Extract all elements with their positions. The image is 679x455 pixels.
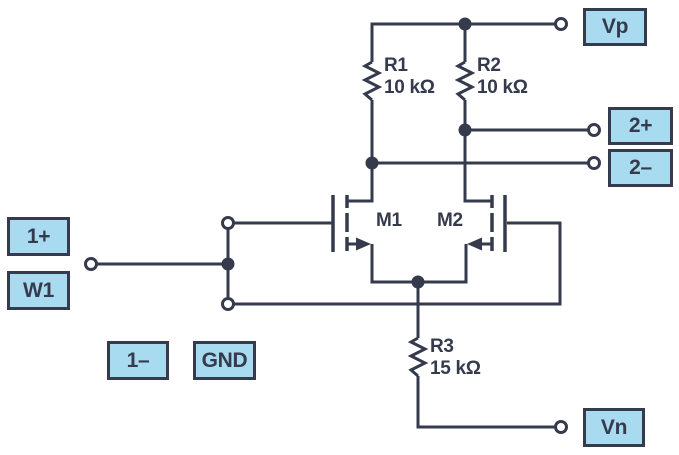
terminal-circle-gate-top <box>221 216 235 230</box>
label-m1: M1 <box>376 210 402 231</box>
terminal-box-2minus: 2– <box>608 149 673 187</box>
terminal-circle-ch2plus <box>587 123 601 137</box>
terminal-box-2plus: 2+ <box>608 107 673 145</box>
wire-r2-to-m2-drain <box>463 100 492 203</box>
label-m2: M2 <box>437 210 463 231</box>
label-r2-value: 10 kΩ <box>477 77 528 98</box>
terminal-box-vn: Vn <box>583 408 645 447</box>
terminal-circle-ch2minus <box>587 156 601 170</box>
terminal-circle-gate-bottom <box>221 297 235 311</box>
wire-vp-rail <box>370 22 561 62</box>
m2-source-arrow-icon <box>467 237 482 251</box>
resistor-r1-symbol <box>361 60 383 102</box>
mosfet-m2-symbol <box>490 195 507 252</box>
junction-dots <box>221 17 472 289</box>
junction-dot-vp-rail <box>458 17 472 31</box>
junction-dot-ch2plus <box>458 123 472 137</box>
resistor-r2-symbol <box>454 60 476 102</box>
terminal-box-vp: Vp <box>583 8 647 46</box>
mosfet-m1-symbol <box>331 195 349 252</box>
terminal-circle-vp <box>554 17 568 31</box>
wire-r1-to-m1-drain <box>347 100 374 203</box>
junction-dot-input <box>221 257 235 271</box>
label-r1-name: R1 <box>384 55 408 76</box>
terminal-circle-w1 <box>84 257 98 271</box>
resistor-r3-symbol <box>407 336 429 378</box>
terminal-box-gnd: GND <box>193 341 256 380</box>
terminal-circle-vn <box>554 420 568 434</box>
terminal-circles <box>84 17 601 434</box>
junction-dot-ch2minus <box>365 156 379 170</box>
terminal-box-1minus: 1– <box>107 341 169 380</box>
label-r3-value: 15 kΩ <box>430 358 481 379</box>
wire-gate-rail <box>233 221 562 306</box>
junction-dot-sources <box>411 275 425 289</box>
terminal-box-1plus: 1+ <box>7 217 70 256</box>
label-r2-name: R2 <box>477 55 501 76</box>
m1-source-arrow-icon <box>356 237 371 251</box>
label-r1-value: 10 kΩ <box>384 77 435 98</box>
label-r3-name: R3 <box>430 336 454 357</box>
wire-vn <box>416 376 561 429</box>
terminal-box-w1: W1 <box>7 271 70 310</box>
